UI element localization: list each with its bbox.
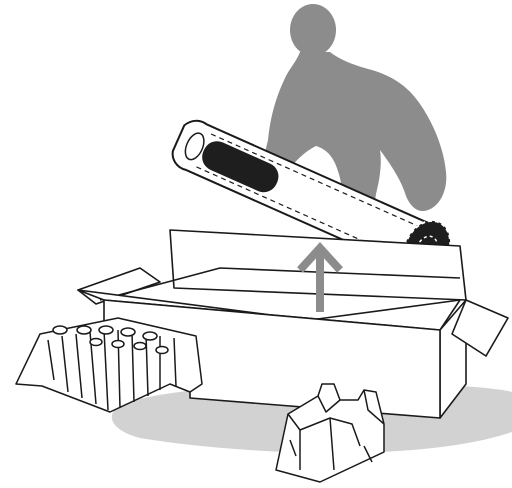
unpacking-illustration [0, 0, 512, 488]
illustration-canvas [0, 0, 512, 488]
